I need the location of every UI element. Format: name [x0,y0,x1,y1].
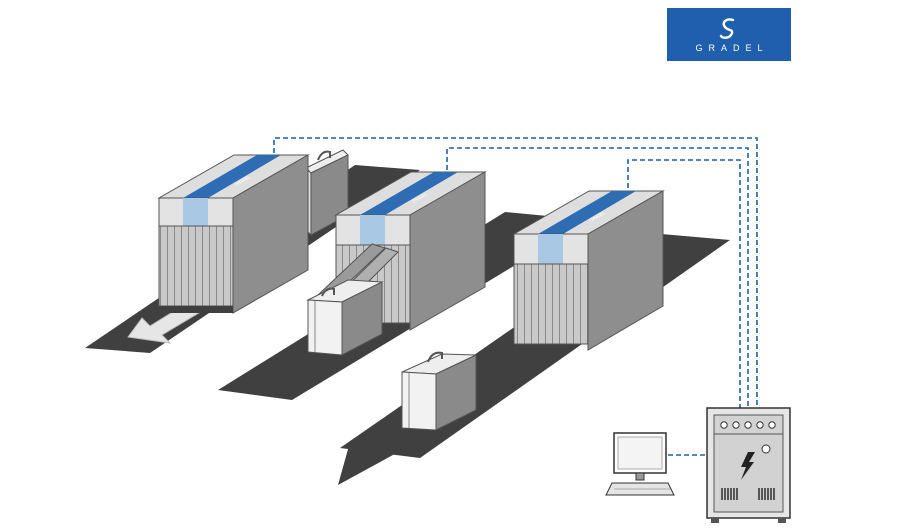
logo-wordmark: GRADEL [695,43,769,53]
cable-scanner-3 [627,159,741,408]
xray-scanner-3 [512,190,665,351]
cabinet-vent-left [721,488,738,500]
cable-scanner-1 [273,137,758,408]
lightning-bolt-icon [741,452,755,480]
logo-s-mark-icon [719,18,735,39]
cabinet-vent-right [758,488,775,500]
suitcase-entering-scanner-2 [306,279,384,356]
cable-scanner-2 [446,147,749,408]
conveyor-direction-arrow-3 [338,442,402,485]
workstation-computer [605,432,675,496]
xray-scanner-1 [157,154,310,314]
suitcase-on-belt-3 [401,351,477,431]
network-cables [273,137,758,456]
gradel-logo: GRADEL [667,8,791,61]
control-server-cabinet [706,407,791,523]
